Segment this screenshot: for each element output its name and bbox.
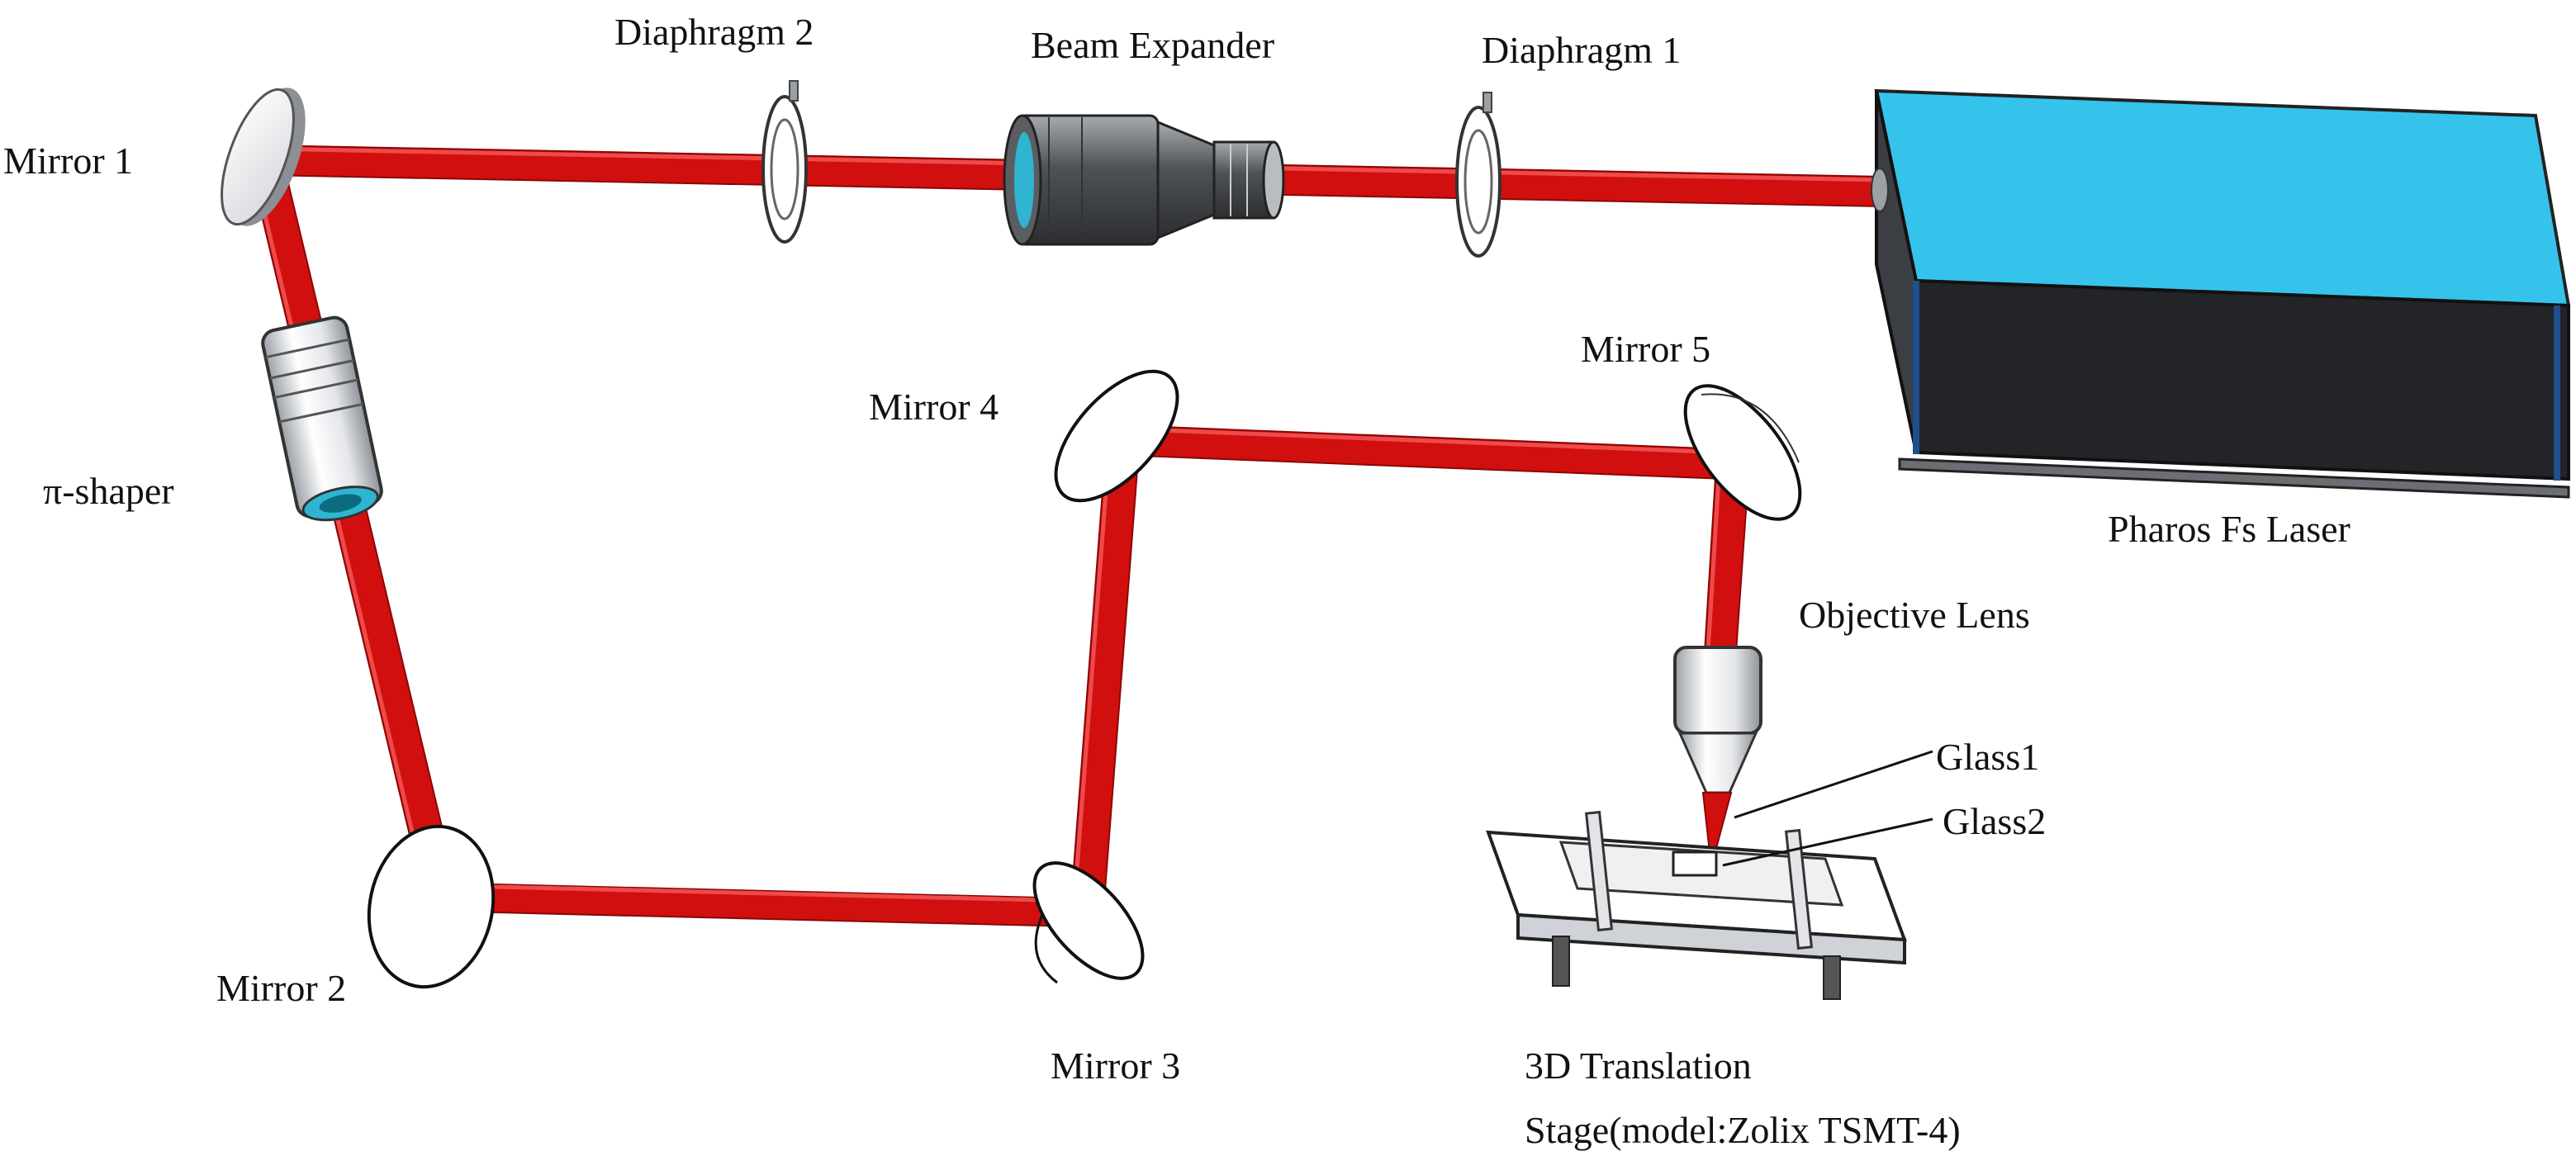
leader-glass1 xyxy=(1734,750,1933,819)
mirror-1 xyxy=(221,88,306,226)
beam-mirror3-to-mirror4 xyxy=(1069,457,1140,914)
pi-shaper xyxy=(261,315,383,522)
pharos-laser-box xyxy=(1871,88,2571,499)
label-laser: Pharos Fs Laser xyxy=(2108,508,2351,550)
label-objective-lens: Objective Lens xyxy=(1799,594,2030,636)
laser-beam-path xyxy=(246,144,1886,928)
mirror-2 xyxy=(367,824,496,989)
label-mirror-1: Mirror 1 xyxy=(3,140,133,182)
label-pi-shaper: π-shaper xyxy=(43,470,174,512)
diaphragm-1 xyxy=(1455,92,1501,258)
leader-glass2 xyxy=(1722,817,1933,867)
mirror-4 xyxy=(1054,369,1179,503)
beam-mirror4-to-mirror5 xyxy=(1137,424,1729,481)
label-glass1: Glass1 xyxy=(1936,736,2039,778)
label-mirror-4: Mirror 4 xyxy=(869,386,999,428)
label-diaphragm-2: Diaphragm 2 xyxy=(614,11,814,53)
objective-lens xyxy=(1673,646,1762,868)
label-glass2: Glass2 xyxy=(1943,800,2046,842)
beam-mirror2-to-mirror3 xyxy=(460,882,1076,928)
translation-stage xyxy=(1486,750,1933,1000)
label-mirror-2: Mirror 2 xyxy=(216,967,346,1009)
label-stage-line-2: Stage(model:Zolix TSMT-4) xyxy=(1525,1109,1961,1151)
mirror-5 xyxy=(1683,384,1802,521)
label-diaphragm-1: Diaphragm 1 xyxy=(1482,29,1681,71)
beam-expander xyxy=(1003,114,1285,246)
label-mirror-5: Mirror 5 xyxy=(1581,328,1710,370)
label-stage-line-1: 3D Translation xyxy=(1525,1045,1752,1087)
mirror-3 xyxy=(1032,861,1145,984)
label-mirror-3: Mirror 3 xyxy=(1051,1045,1180,1087)
label-beam-expander: Beam Expander xyxy=(1031,24,1274,66)
diaphragm-2 xyxy=(761,80,808,244)
